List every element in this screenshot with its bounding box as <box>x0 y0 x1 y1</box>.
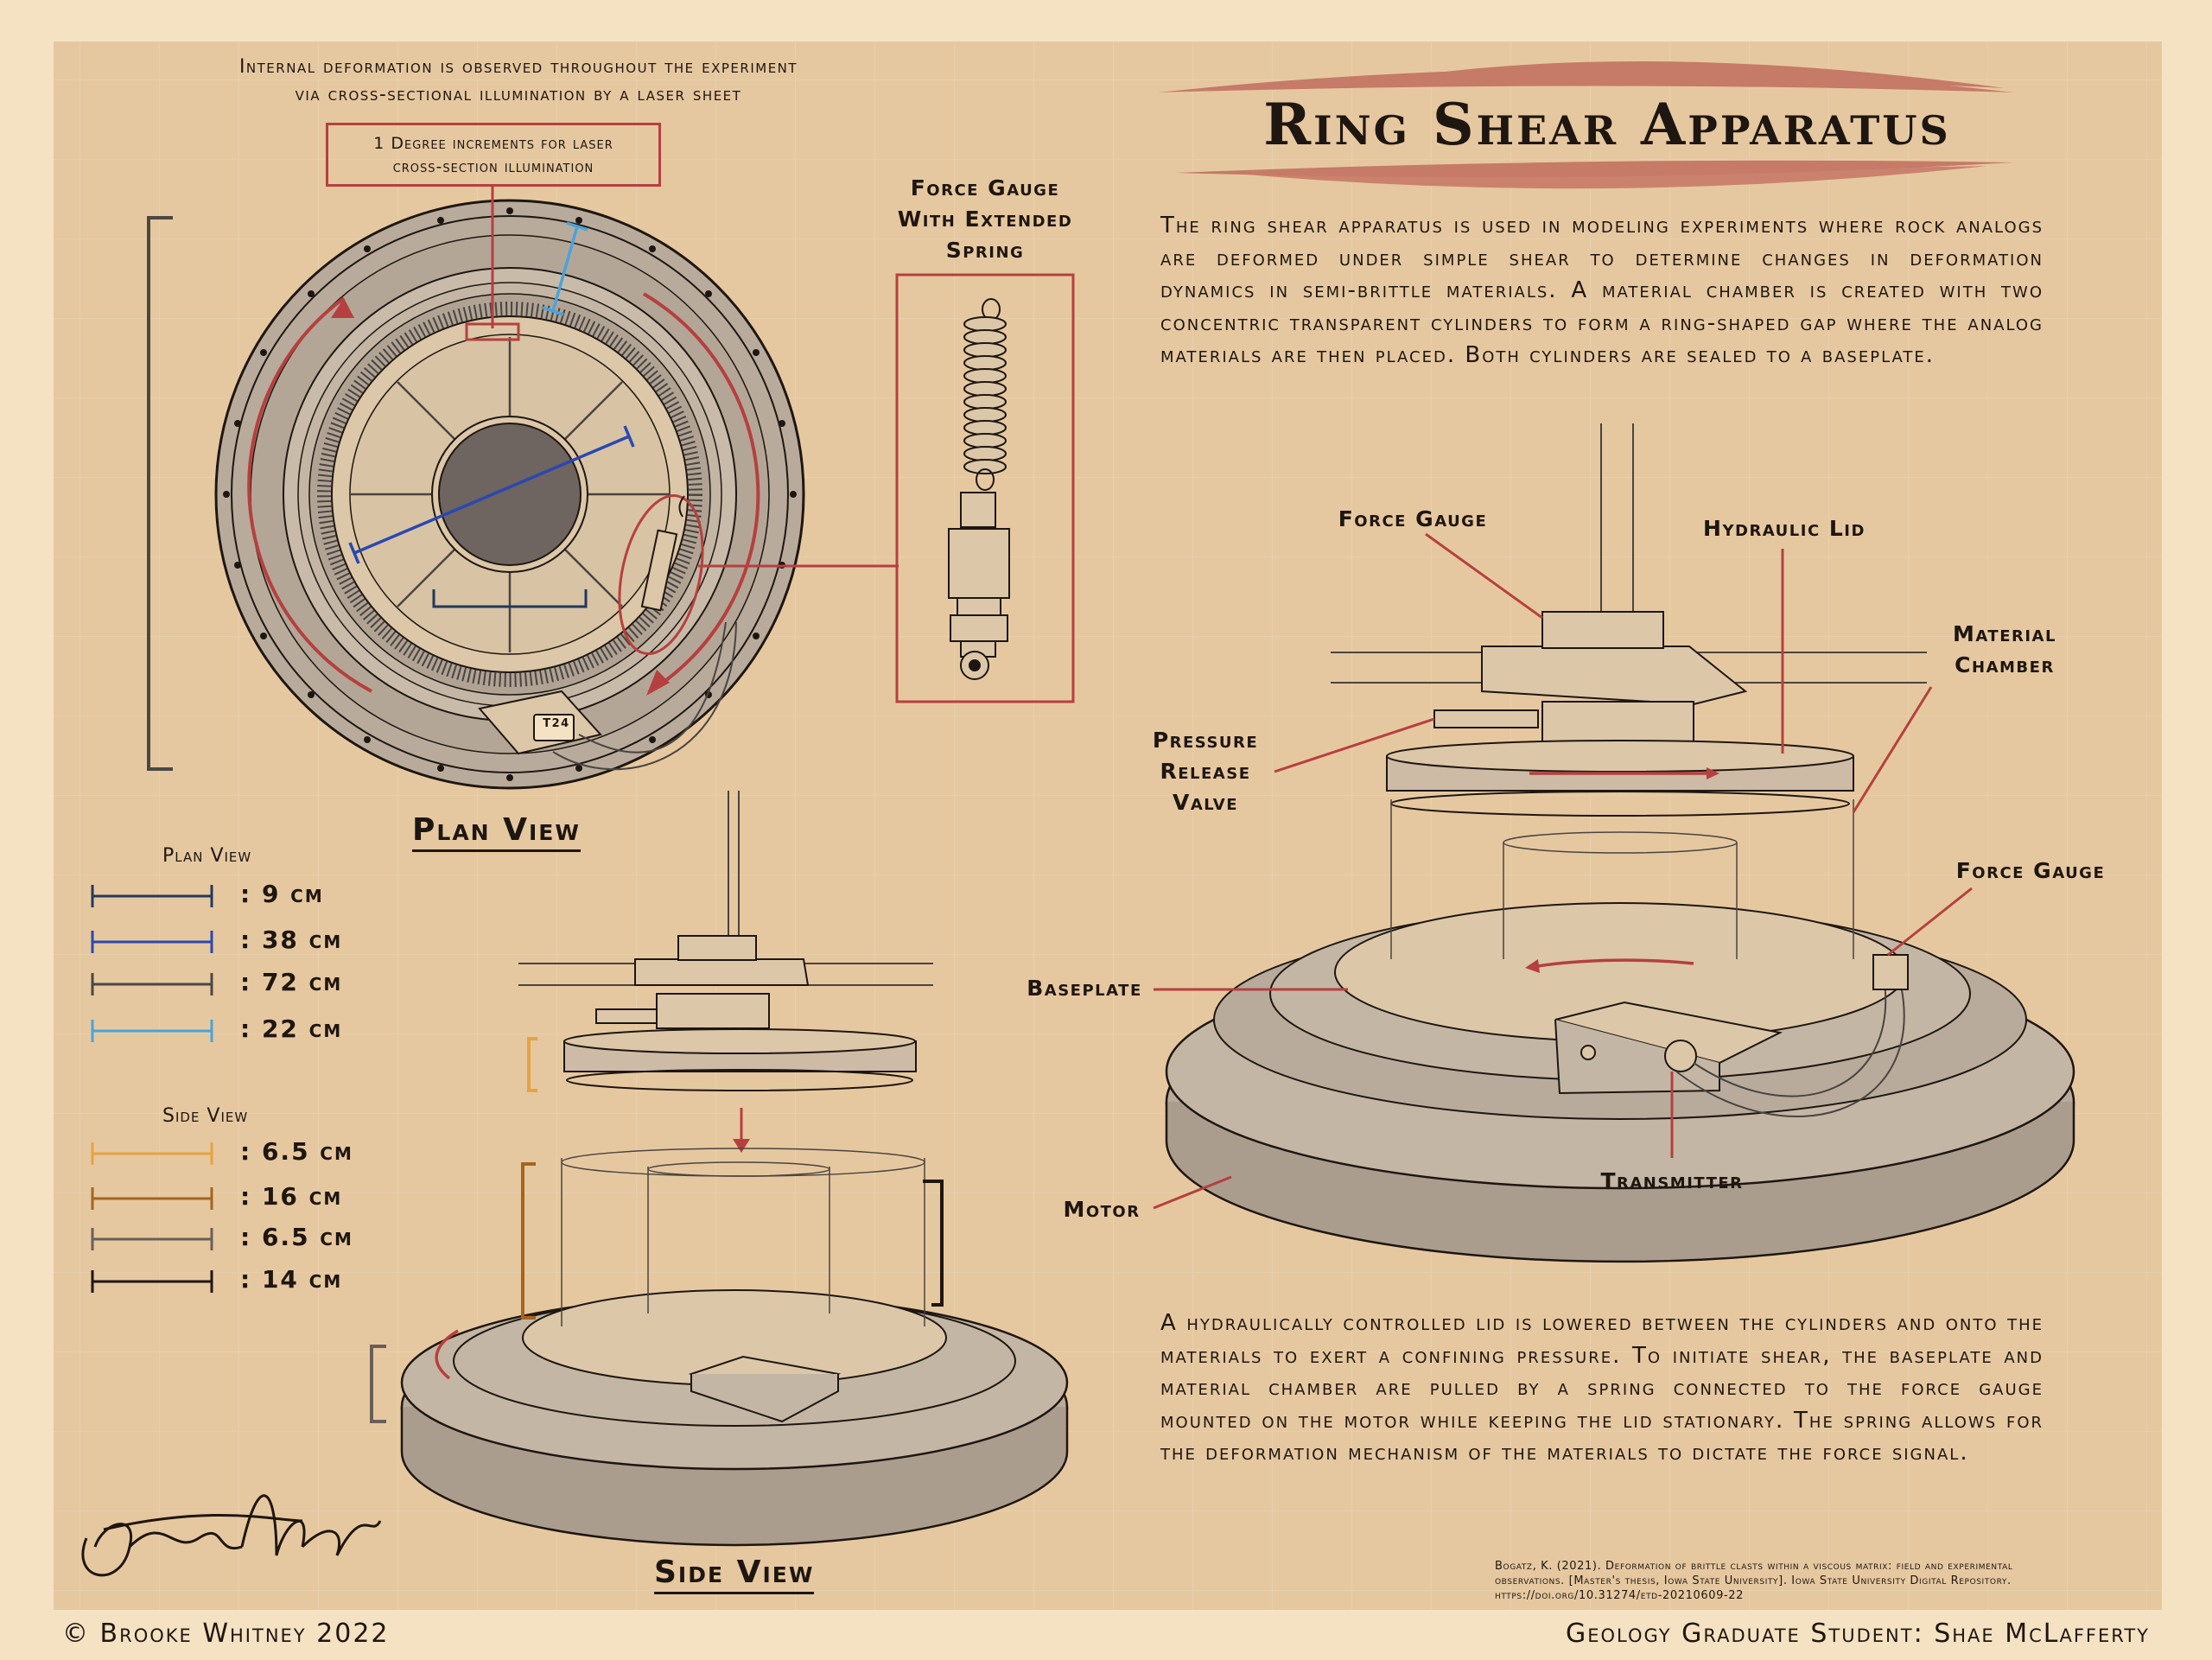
spring-gauge-label: Force Gauge With Extended Spring <box>873 173 1097 266</box>
legend-plan-22cm: : 22 cm <box>240 1014 343 1043</box>
spring-gauge-label-line3: Spring <box>945 238 1025 263</box>
citation-line3: https://doi.org/10.31274/etd-20210609-22 <box>1495 1589 1744 1602</box>
signature <box>81 1494 382 1577</box>
legend-plan-9cm: : 9 cm <box>240 880 324 908</box>
spring-gauge-label-line2: With Extended <box>897 207 1073 232</box>
label-pressure-release-valve: Pressure Release Valve <box>1132 725 1279 818</box>
transmitter-tag: T24 <box>543 717 570 730</box>
bottom-paragraph: A hydraulically controlled lid is lowere… <box>1160 1310 2044 1466</box>
footer-copyright: © Brooke Whitney 2022 <box>62 1619 390 1649</box>
legend-swatches <box>91 885 213 1293</box>
intro-paragraph: The ring shear apparatus is used in mode… <box>1160 213 2044 368</box>
citation: Bogatz, K. (2021). Deformation of brittl… <box>1495 1559 2160 1603</box>
spring-gauge-detail <box>895 273 1075 703</box>
label-baseplate: Baseplate <box>1027 976 1142 1001</box>
label-pressure-line2: Release <box>1160 759 1251 784</box>
main-apparatus-diagram <box>1165 423 2075 1263</box>
laser-sheet-note-line1: Internal deformation is observed through… <box>238 56 798 78</box>
legend-side-16cm: : 16 cm <box>240 1182 343 1211</box>
laser-increment-box: 1 Degree increments for laser cross-sect… <box>326 123 661 187</box>
laser-sheet-note: Internal deformation is observed through… <box>138 54 899 109</box>
page-title: Ring Shear Apparatus <box>1263 91 1951 158</box>
label-pressure-line1: Pressure <box>1152 728 1259 753</box>
laser-sheet-note-line2: via cross-sectional illumination by a la… <box>295 84 742 105</box>
citation-line2: observations. [Master's thesis, Iowa Sta… <box>1495 1574 2012 1587</box>
legend-side-6-5cm-a: : 6.5 cm <box>240 1137 353 1166</box>
callout-lines <box>1153 532 1973 1210</box>
legend-side-14cm: : 14 cm <box>240 1265 343 1294</box>
label-transmitter: Transmitter <box>1600 1168 1744 1193</box>
legend-side-6-5cm-b: : 6.5 cm <box>240 1223 353 1251</box>
legend-side-heading: Side View <box>162 1105 249 1127</box>
legend-plan-38cm: : 38 cm <box>240 925 343 954</box>
laser-increment-line1: 1 Degree increments for laser <box>373 134 613 153</box>
label-hydraulic-lid: Hydraulic Lid <box>1703 516 1866 541</box>
title-banner <box>1158 61 2013 189</box>
label-motor: Motor <box>1063 1197 1141 1222</box>
legend-plan-heading: Plan View <box>162 845 252 867</box>
citation-line1: Bogatz, K. (2021). Deformation of brittl… <box>1495 1560 2013 1573</box>
bracket-72cm <box>147 216 173 771</box>
label-material-chamber-line2: Chamber <box>1955 652 2055 677</box>
label-material-chamber-line1: Material <box>1953 621 2056 646</box>
plan-transmitter <box>478 621 737 771</box>
spring-gauge-label-line1: Force Gauge <box>910 175 1060 200</box>
laser-increment-line2: cross-section illumination <box>392 157 594 176</box>
label-force-gauge-top: Force Gauge <box>1338 506 1488 531</box>
plan-view-diagram <box>147 187 899 790</box>
side-view-diagram <box>370 791 1069 1547</box>
label-material-chamber: Material Chamber <box>1927 619 2082 681</box>
legend-plan-72cm: : 72 cm <box>240 968 343 996</box>
side-view-title: Side View <box>654 1555 815 1594</box>
footer-credit: Geology Graduate Student: Shae McLaffert… <box>1565 1619 2150 1649</box>
label-force-gauge-right: Force Gauge <box>1955 858 2106 883</box>
plan-view-title: Plan View <box>412 812 581 852</box>
label-pressure-line3: Valve <box>1173 790 1238 815</box>
